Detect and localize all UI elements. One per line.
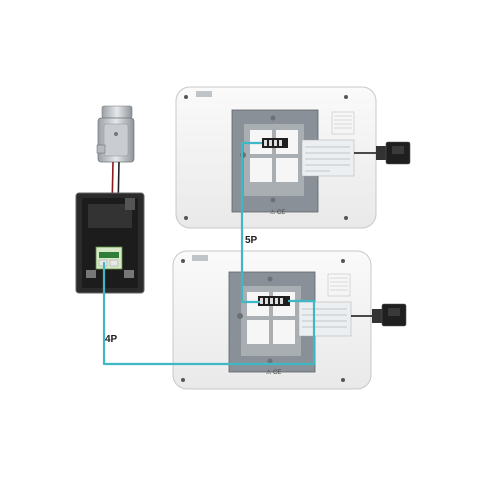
label-5p: 5P: [245, 235, 258, 246]
monitor-bottom: ⚠ CE: [172, 250, 372, 390]
wire-4p: [102, 262, 316, 366]
compliance-mark-top: ⚠ CE: [270, 209, 285, 216]
compliance-mark-bottom: ⚠ CE: [266, 369, 281, 376]
power-adapter-top: [354, 141, 411, 165]
power-adapter-bottom: [351, 303, 407, 327]
wire-5p: [240, 141, 262, 304]
electric-lock: [96, 105, 135, 163]
outdoor-station: [75, 192, 145, 294]
label-4p: 4P: [105, 334, 118, 345]
monitor-top: ⚠ CE: [175, 86, 377, 229]
